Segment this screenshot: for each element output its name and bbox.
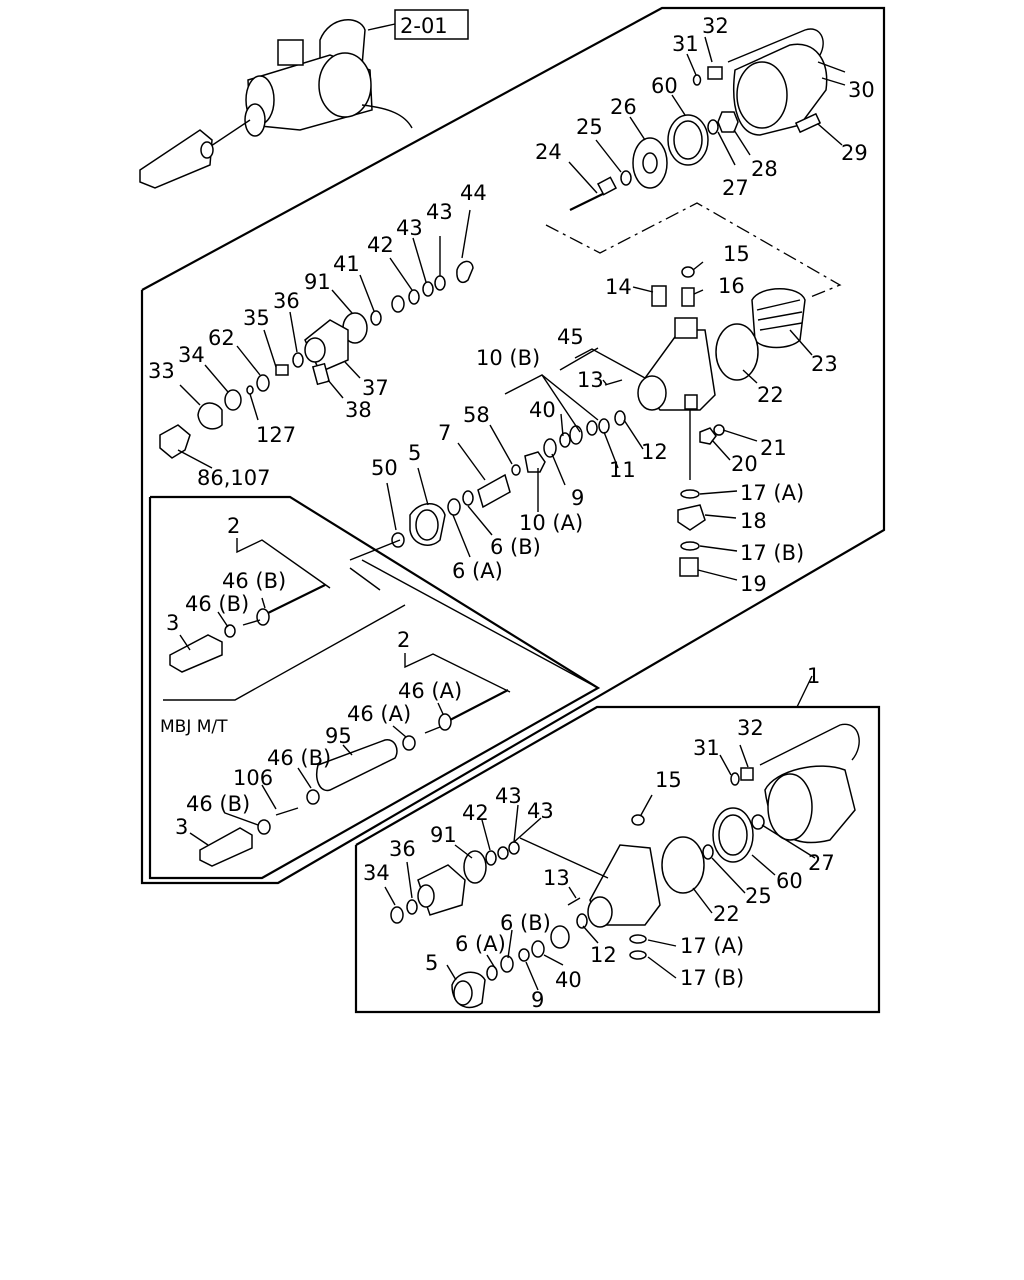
- callout-26: 26: [610, 95, 637, 119]
- callout-44: 44: [460, 181, 487, 205]
- callout-127: 127: [256, 423, 296, 447]
- callout-2a: 2: [227, 514, 240, 538]
- callout-43a: 43: [396, 216, 423, 240]
- callout-28: 28: [751, 157, 778, 181]
- callout-6b: 6 (B): [490, 535, 541, 559]
- callout-40: 40: [529, 398, 556, 422]
- callout-42: 42: [367, 233, 394, 257]
- callout-46b-1: 46 (B): [222, 569, 286, 593]
- callout-46b-3: 46 (B): [267, 746, 331, 770]
- inset-callout-22: 22: [713, 902, 740, 926]
- inset-callout-34: 34: [363, 861, 390, 885]
- callout-10a: 10 (A): [519, 511, 583, 535]
- inset-parts: [390, 723, 860, 1009]
- callout-41: 41: [333, 252, 360, 276]
- inset-callout-42: 42: [462, 801, 489, 825]
- callout-22: 22: [757, 383, 784, 407]
- callout-13: 13: [577, 368, 604, 392]
- callout-45: 45: [557, 325, 584, 349]
- callout-18: 18: [740, 509, 767, 533]
- callout-33: 33: [148, 359, 175, 383]
- inset-callout-31: 31: [693, 736, 720, 760]
- callout-86-107: 86,107: [197, 466, 270, 490]
- variant-label: MBJ M/T: [160, 717, 228, 737]
- callout-60: 60: [651, 74, 678, 98]
- callout-95: 95: [325, 724, 352, 748]
- callout-labels: 2-01 MBJ M/T 1 2 2 3 3 5 6 (A) 6 (B) 7 9…: [148, 14, 875, 1012]
- callout-16: 16: [718, 274, 745, 298]
- callout-25: 25: [576, 115, 603, 139]
- callout-58: 58: [463, 403, 490, 427]
- callout-11: 11: [609, 458, 636, 482]
- callout-3b: 3: [175, 815, 188, 839]
- callout-34: 34: [178, 343, 205, 367]
- callout-10b: 10 (B): [476, 346, 540, 370]
- inset-callout-43b: 43: [527, 799, 554, 823]
- callout-7: 7: [438, 421, 451, 445]
- ref-box-label: 2-01: [400, 14, 448, 38]
- callout-24: 24: [535, 140, 562, 164]
- callout-38: 38: [345, 398, 372, 422]
- callout-20: 20: [731, 452, 758, 476]
- inset-panel-outline: [354, 705, 881, 1014]
- callout-19: 19: [740, 572, 767, 596]
- callout-9: 9: [571, 486, 584, 510]
- inset-callout-32: 32: [737, 716, 764, 740]
- inset-callout-9: 9: [531, 988, 544, 1012]
- inset-callout-27: 27: [808, 851, 835, 875]
- callout-36: 36: [273, 289, 300, 313]
- callout-37: 37: [362, 376, 389, 400]
- inset-callout-91: 91: [430, 823, 457, 847]
- callout-50: 50: [371, 456, 398, 480]
- callout-21: 21: [760, 436, 787, 460]
- callout-3a: 3: [166, 611, 179, 635]
- callout-1: 1: [807, 664, 820, 688]
- inset-callout-5: 5: [425, 951, 438, 975]
- callout-46b-2: 46 (B): [185, 592, 249, 616]
- callout-43b: 43: [426, 200, 453, 224]
- callout-106: 106: [233, 766, 273, 790]
- inset-callout-40: 40: [555, 968, 582, 992]
- callout-17b: 17 (B): [740, 541, 804, 565]
- inset-callout-15: 15: [655, 768, 682, 792]
- callout-6a: 6 (A): [452, 559, 503, 583]
- inset-callout-13: 13: [543, 866, 570, 890]
- callout-12: 12: [641, 440, 668, 464]
- callout-27: 27: [722, 176, 749, 200]
- callout-23: 23: [811, 352, 838, 376]
- assembled-booster-illustration: [139, 9, 469, 189]
- callout-29: 29: [841, 141, 868, 165]
- inset-callout-60: 60: [776, 869, 803, 893]
- inset-callout-25: 25: [745, 884, 772, 908]
- mbj-divider: [163, 604, 406, 701]
- callout-5: 5: [408, 441, 421, 465]
- callout-62: 62: [208, 326, 235, 350]
- callout-46b-4: 46 (B): [186, 792, 250, 816]
- callout-91: 91: [304, 270, 331, 294]
- main-parts: [159, 28, 842, 867]
- callout-46a-2: 46 (A): [347, 702, 411, 726]
- inset-callout-17b: 17 (B): [680, 966, 744, 990]
- leader-lines: [177, 36, 846, 991]
- rod-variant-panel-outline: [148, 495, 601, 880]
- callout-2b: 2: [397, 628, 410, 652]
- callout-32: 32: [702, 14, 729, 38]
- callout-35: 35: [243, 306, 270, 330]
- callout-30: 30: [848, 78, 875, 102]
- inset-callout-6b: 6 (B): [500, 911, 551, 935]
- inset-callout-17a: 17 (A): [680, 934, 744, 958]
- inset-callout-43a: 43: [495, 784, 522, 808]
- inset-callout-36: 36: [389, 837, 416, 861]
- callout-15: 15: [723, 242, 750, 266]
- main-panel-outline: [140, 6, 886, 885]
- callout-14: 14: [605, 275, 632, 299]
- inset-callout-12: 12: [590, 943, 617, 967]
- callout-46a-1: 46 (A): [398, 679, 462, 703]
- inset-callout-6a: 6 (A): [455, 932, 506, 956]
- callout-31: 31: [672, 32, 699, 56]
- callout-17a: 17 (A): [740, 481, 804, 505]
- mbj-divider-diag: [361, 559, 599, 689]
